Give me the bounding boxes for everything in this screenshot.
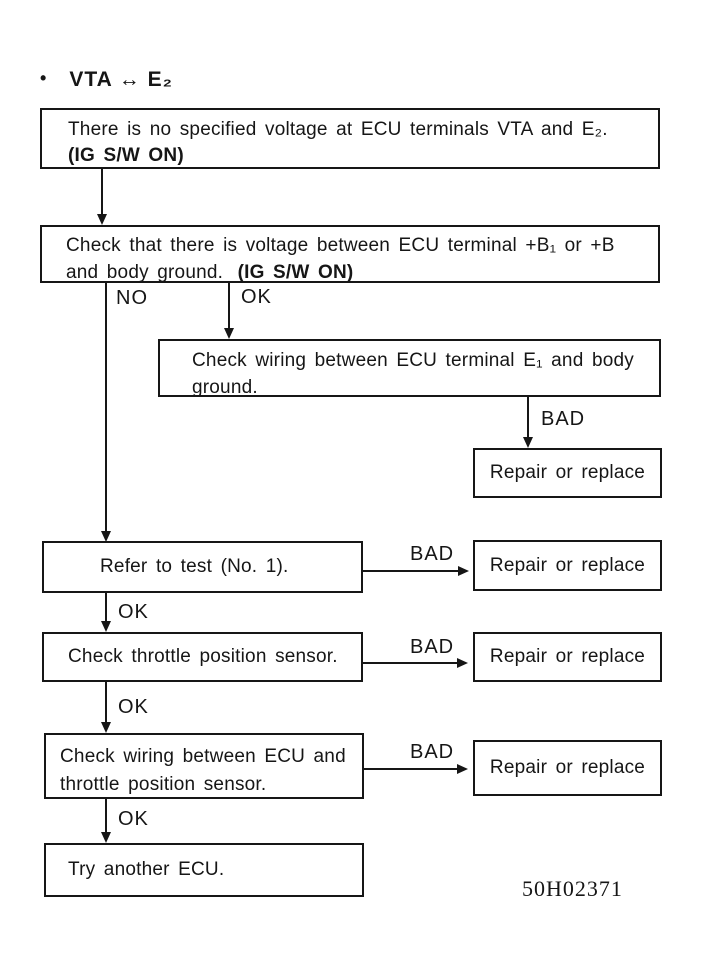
check-wiring-e1-line2: ground. (192, 377, 258, 398)
refer-test-box: Refer to test (No. 1). (42, 541, 363, 593)
check-voltage-condition: (IG S/W ON) (237, 262, 354, 283)
arrow-head (224, 328, 234, 339)
check-wiring-sensor-line1: Check wiring between ECU and (60, 746, 346, 767)
symptom-condition: (IG S/W ON) (68, 145, 184, 166)
check-wiring-e1-line1: Check wiring between ECU terminal E₁ and… (192, 350, 634, 371)
bad-branch-line-3 (363, 662, 458, 664)
bullet-icon: • (40, 68, 48, 88)
check-wiring-sensor-line2: throttle position sensor. (60, 774, 267, 795)
arrow-head (457, 658, 468, 668)
arrow-head (101, 621, 111, 632)
arrow-symptom-to-check-voltage (101, 169, 103, 215)
check-sensor-text: Check throttle position sensor. (68, 646, 338, 667)
section-title: VTA ↔ E₂ (69, 68, 173, 91)
ok-branch-line-2 (105, 593, 107, 622)
check-voltage-box: Check that there is voltage between ECU … (40, 225, 660, 283)
figure-code: 50H02371 (522, 876, 623, 901)
bad-branch-line-4 (364, 768, 458, 770)
no-branch-line (105, 283, 107, 531)
arrow-head (101, 722, 111, 733)
branch-label-ok-4: OK (118, 808, 149, 830)
ok-branch-line-3 (105, 682, 107, 723)
symptom-box: There is no specified voltage at ECU ter… (40, 108, 660, 169)
ok-branch-line-4 (105, 799, 107, 833)
repair-text-4: Repair or replace (489, 757, 646, 778)
check-sensor-box: Check throttle position sensor. (42, 632, 363, 682)
repair-or-replace-box-1: Repair or replace (473, 448, 662, 498)
repair-text-2: Repair or replace (489, 554, 646, 576)
branch-label-bad-4: BAD (410, 741, 455, 763)
arrow-head (458, 566, 469, 576)
check-wiring-e1-box: Check wiring between ECU terminal E₁ and… (158, 339, 661, 398)
arrow-head (101, 531, 111, 542)
try-ecu-box: Try another ECU. (44, 843, 364, 897)
bad-branch-line-1 (527, 397, 529, 437)
branch-label-bad-3: BAD (410, 636, 455, 658)
branch-label-bad-2: BAD (410, 543, 455, 565)
arrow-head (523, 437, 533, 448)
ok-branch-line-1 (228, 283, 230, 329)
branch-label-ok-3: OK (118, 696, 149, 718)
section-header: • VTA ↔ E₂ (40, 68, 173, 92)
bad-branch-line-2 (363, 570, 459, 572)
branch-label-no: NO (116, 287, 148, 309)
repair-or-replace-box-2: Repair or replace (473, 540, 662, 591)
repair-text-3: Repair or replace (489, 646, 646, 667)
check-voltage-line2: and body ground. (66, 262, 224, 283)
branch-label-ok-1: OK (241, 286, 272, 308)
arrow-head (101, 832, 111, 843)
check-voltage-line1: Check that there is voltage between ECU … (66, 235, 615, 256)
repair-or-replace-box-3: Repair or replace (473, 632, 662, 682)
check-wiring-sensor-box: Check wiring between ECU and throttle po… (44, 733, 364, 799)
branch-label-bad-1: BAD (541, 408, 586, 430)
symptom-text: There is no specified voltage at ECU ter… (68, 119, 608, 140)
branch-label-ok-2: OK (118, 601, 149, 623)
arrow-head (457, 764, 468, 774)
repair-or-replace-box-4: Repair or replace (473, 740, 662, 796)
arrow-head (97, 214, 107, 225)
repair-text-1: Repair or replace (489, 462, 646, 483)
try-ecu-text: Try another ECU. (68, 859, 225, 880)
refer-test-text: Refer to test (No. 1). (100, 556, 289, 577)
